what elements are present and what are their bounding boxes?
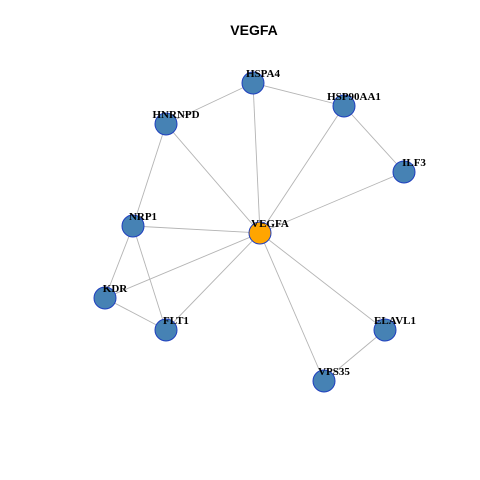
- node-label-hspa4: HSPA4: [246, 68, 281, 80]
- edge-vegfa-flt1: [165, 232, 261, 331]
- node-flt1[interactable]: [154, 318, 178, 342]
- node-hnrnpd[interactable]: [154, 112, 178, 136]
- node-nrp1[interactable]: [121, 214, 145, 238]
- node-vps35[interactable]: [312, 369, 336, 393]
- node-kdr[interactable]: [93, 286, 117, 310]
- node-label-nrp1: NRP1: [129, 211, 157, 223]
- node-elavl1[interactable]: [373, 318, 397, 342]
- edge-vegfa-elavl1: [259, 232, 386, 331]
- diagram-title: VEGFA: [230, 22, 277, 38]
- edge-hspa4-hnrnpd: [165, 82, 254, 125]
- edge-nrp1-flt1: [132, 225, 167, 331]
- edge-vegfa-hnrnpd: [165, 123, 261, 234]
- edge-vegfa-ilf3: [259, 171, 405, 234]
- node-label-elavl1: ELAVL1: [374, 315, 416, 327]
- node-ilf3[interactable]: [392, 160, 416, 184]
- node-label-hnrnpd: HNRNPD: [152, 109, 199, 121]
- edge-vegfa-kdr: [104, 232, 261, 299]
- edge-elavl1-vps35: [323, 329, 386, 382]
- edge-hsp90aa1-ilf3: [343, 105, 405, 173]
- node-label-ilf3: ILF3: [402, 157, 426, 169]
- edge-layer: [104, 82, 405, 382]
- edge-nrp1-kdr: [104, 225, 134, 299]
- edge-vegfa-vps35: [259, 232, 325, 382]
- edge-vegfa-nrp1: [132, 225, 261, 234]
- node-label-hsp90aa1: HSP90AA1: [327, 91, 381, 103]
- node-label-flt1: FLT1: [163, 315, 189, 327]
- node-hsp90aa1[interactable]: [332, 94, 356, 118]
- edge-vegfa-hsp90aa1: [259, 105, 345, 234]
- node-vegfa[interactable]: [248, 221, 272, 245]
- node-label-vps35: VPS35: [318, 366, 350, 378]
- edge-hnrnpd-nrp1: [132, 123, 167, 227]
- node-label-vegfa: VEGFA: [251, 218, 289, 230]
- edge-vegfa-hspa4: [252, 82, 261, 234]
- node-label-kdr: KDR: [103, 283, 129, 295]
- node-layer: [93, 71, 416, 393]
- node-hspa4[interactable]: [241, 71, 265, 95]
- edge-hspa4-hsp90aa1: [252, 82, 345, 107]
